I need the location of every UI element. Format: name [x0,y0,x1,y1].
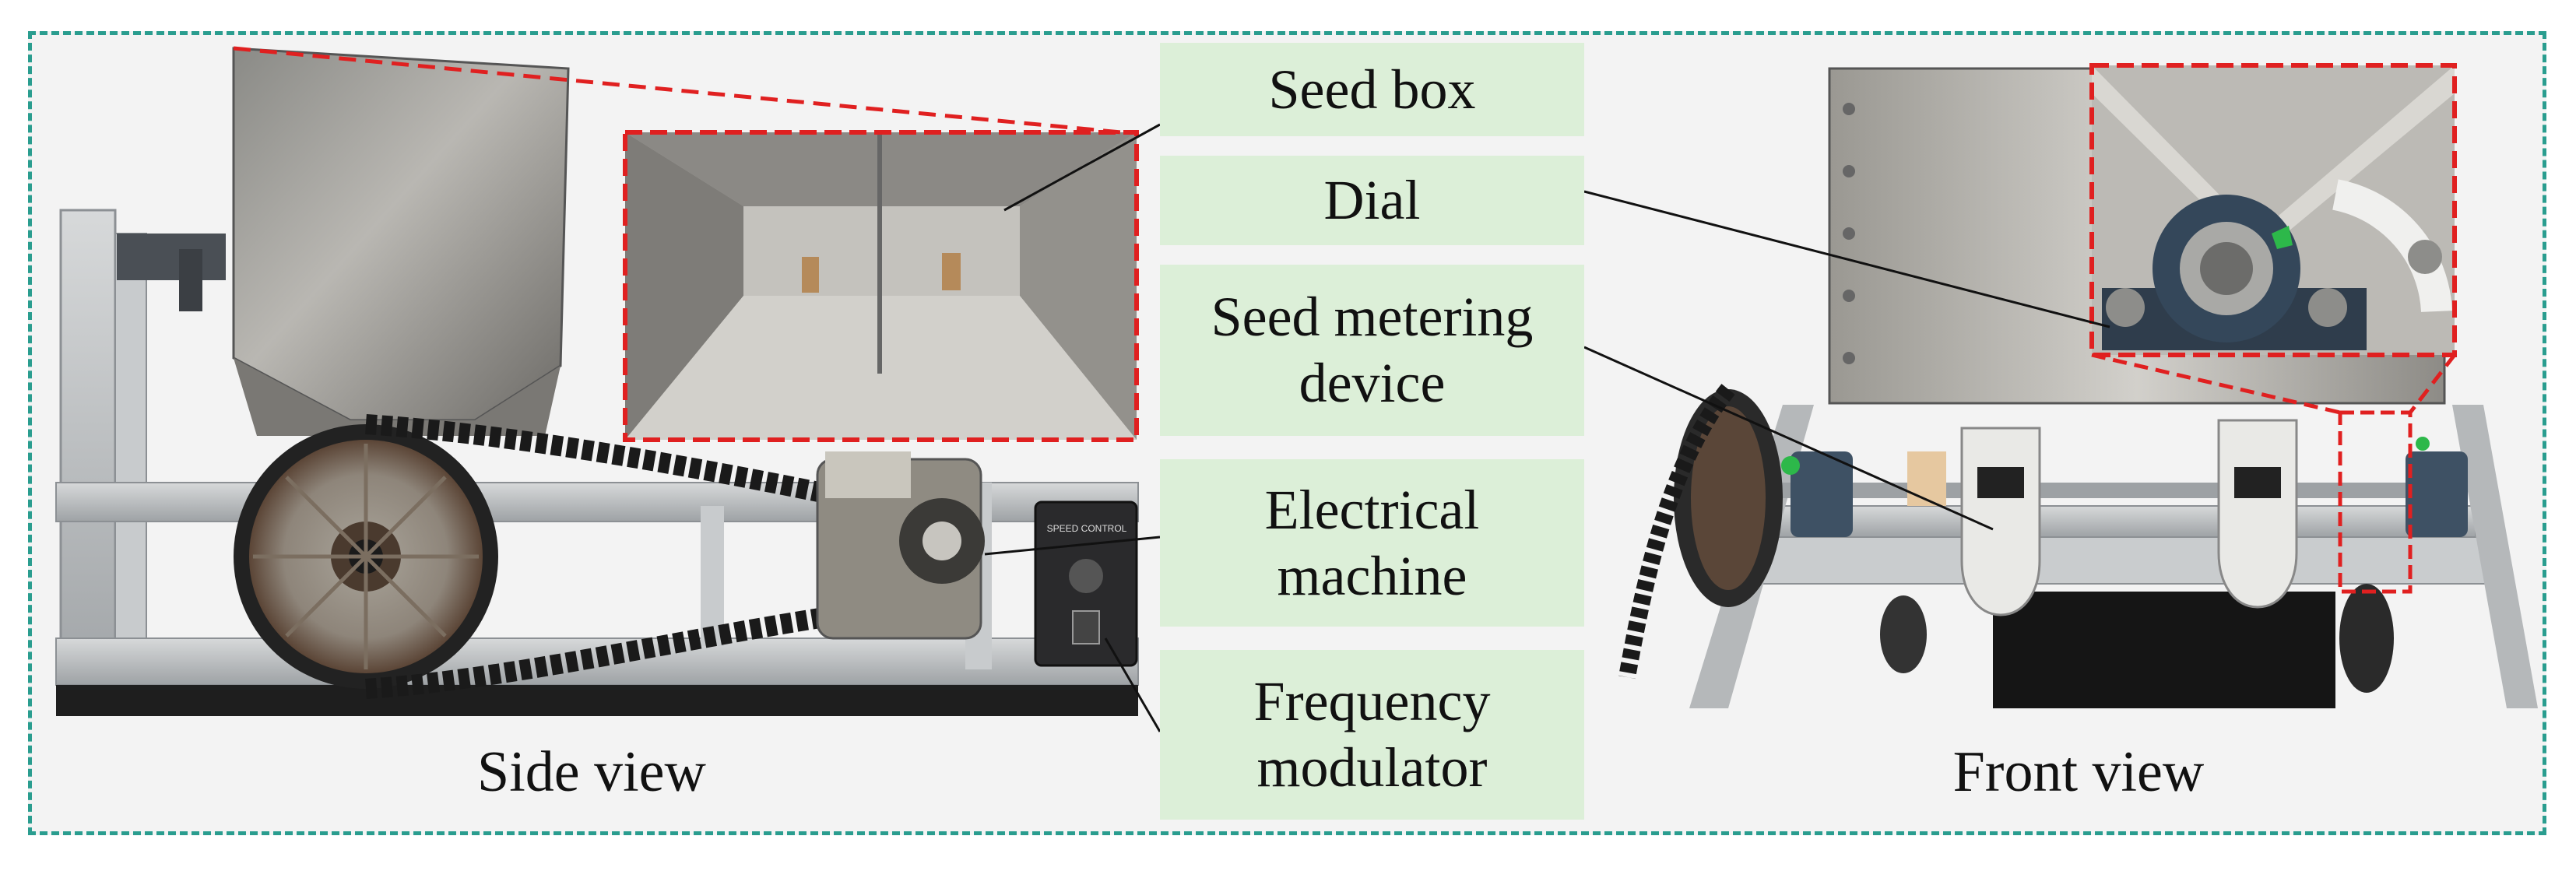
caption-side-view: Side view [477,740,706,804]
leader-lines [984,123,2110,732]
label-seed-metering-device-text: Seed metering device [1211,286,1534,414]
label-dial: Dial [1160,156,1584,245]
label-frequency-modulator-text: Frequency modulator [1253,670,1491,799]
label-seed-box-text: Seed box [1268,58,1476,121]
label-electrical-machine: Electrical machine [1160,459,1584,627]
controller-label: SPEED CONTROL [1046,523,1127,534]
label-seed-metering-device: Seed metering device [1160,265,1584,436]
dial-zoom-inset [2089,63,2457,357]
side-view-photo [55,47,1139,716]
label-electrical-machine-text: Electrical machine [1264,478,1480,607]
caption-front-view: Front view [1952,740,2205,804]
label-frequency-modulator: Frequency modulator [1160,650,1584,820]
zoom-guide-line [233,46,1122,135]
label-seed-box: Seed box [1160,43,1584,136]
label-dial-text: Dial [1323,169,1421,232]
zoom-guide-line-front-2 [2409,353,2456,414]
